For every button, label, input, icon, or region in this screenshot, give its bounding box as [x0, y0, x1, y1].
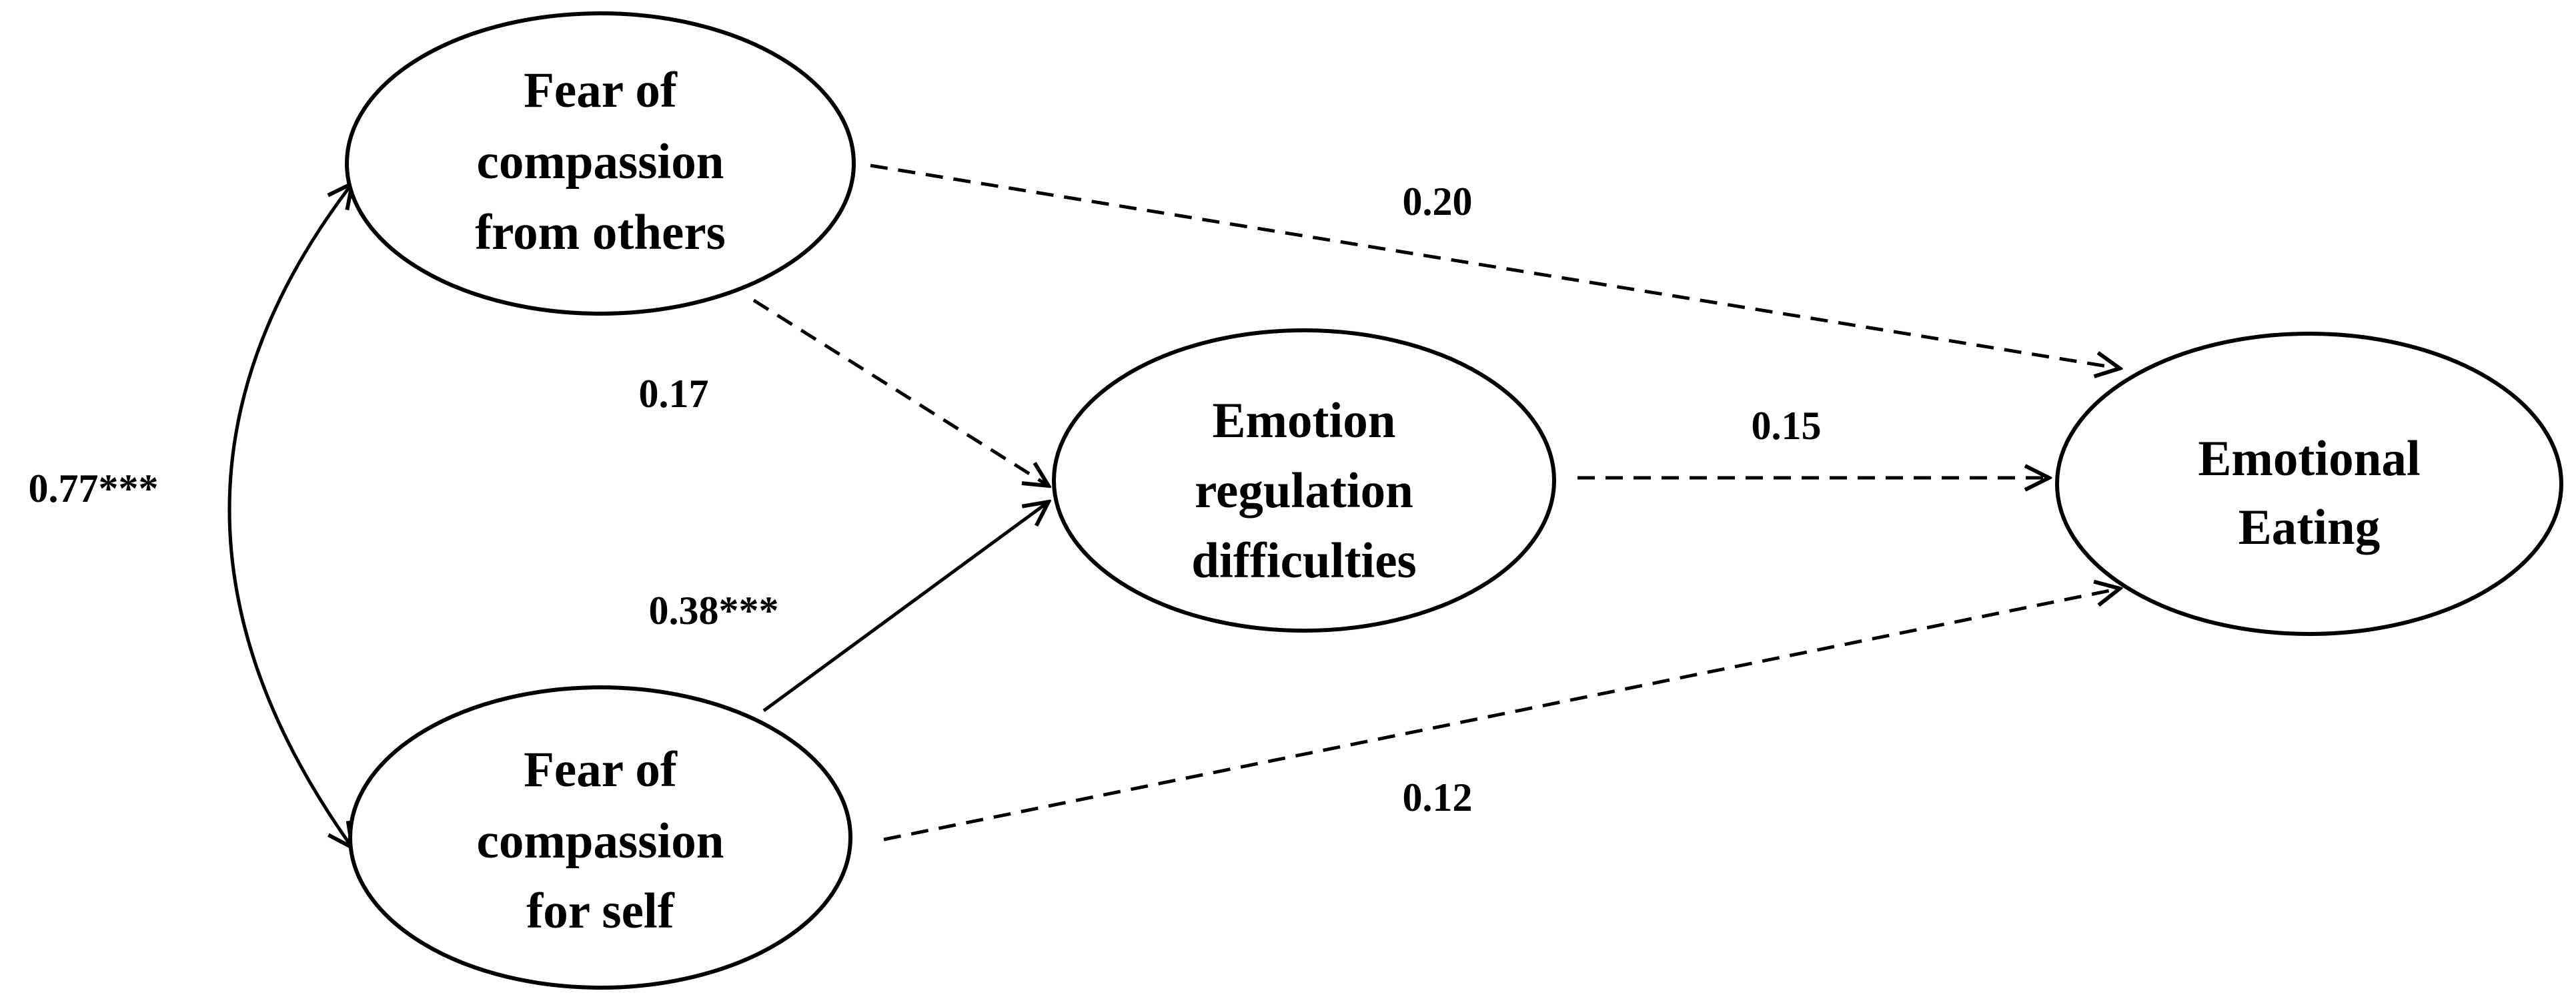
- coefficient-label-self-eating: 0.12: [1403, 775, 1473, 819]
- path-arrow-others-to-eating: [870, 163, 2120, 368]
- node-label-line: from others: [475, 205, 726, 260]
- path-arrow-self-to-regulation: [762, 502, 1049, 713]
- node-label-line: regulation: [1195, 463, 1413, 519]
- node-label-line: Eating: [2238, 500, 2381, 555]
- coefficient-label-regulation-eating: 0.15: [1752, 404, 1822, 448]
- coefficient-label-others-regulation: 0.17: [639, 372, 709, 416]
- node-emotion-regulation-difficulties: Emotion regulation difficulties: [1052, 328, 1556, 633]
- coefficient-label-others-self: 0.77***: [29, 466, 159, 511]
- node-label-line: Emotional: [2198, 431, 2420, 486]
- coefficient-label-others-eating: 0.20: [1403, 180, 1473, 224]
- node-label-line: difficulties: [1191, 533, 1416, 589]
- node-label-line: compassion: [477, 813, 724, 869]
- node-label-line: Emotion: [1212, 393, 1395, 448]
- node-label-line: for self: [526, 884, 674, 939]
- path-arrow-others-to-regulation: [752, 298, 1049, 486]
- correlation-arrow-others-self: [227, 184, 352, 848]
- node-fear-of-compassion-for-self: Fear of compassion for self: [348, 685, 852, 990]
- node-label-line: compassion: [477, 134, 724, 190]
- path-arrow-self-to-eating: [883, 589, 2120, 842]
- node-emotional-eating: Emotional Eating: [2055, 332, 2563, 636]
- node-label-line: Fear of: [524, 742, 678, 797]
- coefficient-label-self-regulation: 0.38***: [649, 589, 779, 633]
- node-label-line: Fear of: [524, 63, 678, 118]
- node-fear-of-compassion-from-others: Fear of compassion from others: [345, 11, 856, 316]
